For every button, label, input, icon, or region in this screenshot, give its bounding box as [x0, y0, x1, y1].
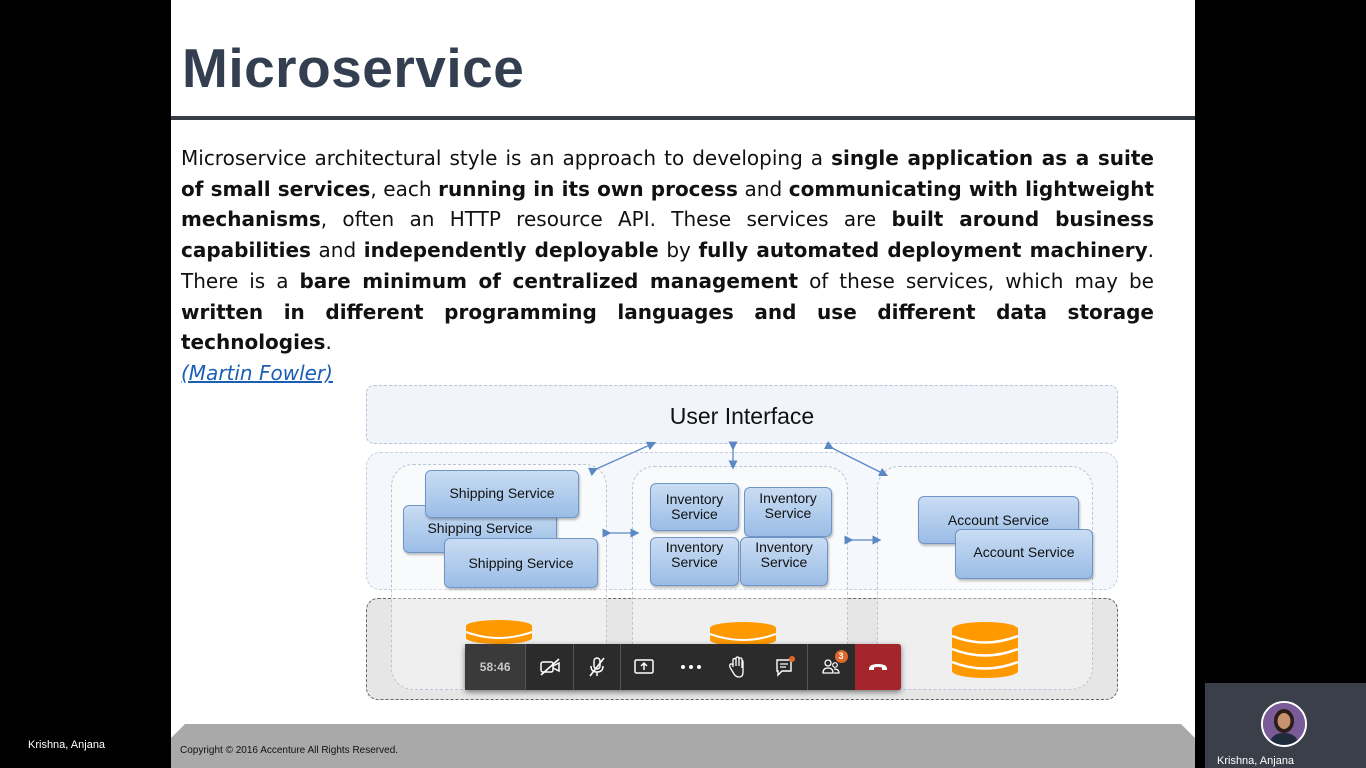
database-icon — [709, 622, 777, 656]
participants-button[interactable]: 3 — [808, 644, 854, 690]
body-text-run: Microservice architectural style is an a… — [181, 146, 832, 170]
meeting-timer: 58:46 — [465, 644, 527, 690]
body-bold-run: written in different programming languag… — [181, 299, 1154, 355]
raise-hand-button[interactable] — [714, 644, 760, 690]
participant-name-label: Krishna, Anjana — [1217, 755, 1295, 767]
inventory-service-box: Inventory Service — [744, 487, 832, 537]
footer-corner — [1181, 724, 1195, 738]
meeting-toolbar: 58:46 3 — [465, 644, 902, 690]
video-off-icon — [539, 658, 560, 676]
inventory-service-box: Inventory Service — [650, 483, 739, 531]
body-bold-run: single application as a suite of small s… — [181, 146, 1154, 201]
mic-toggle-button[interactable] — [574, 644, 620, 690]
inventory-service-box: Inventory Service — [740, 537, 828, 586]
diagram-arrows — [587, 440, 889, 545]
presenter-name-label: Krishna, Anjana — [28, 739, 106, 751]
body-text-run: , often an HTTP resource API. These serv… — [320, 207, 892, 232]
toolbar-separator — [620, 644, 622, 690]
database-icon — [951, 622, 1019, 678]
database-icon — [465, 620, 533, 654]
architecture-diagram: User Interface Shipping Service Shipping… — [171, 0, 1195, 724]
slide-body-text: Microservice architectural style is an a… — [181, 143, 1154, 389]
chat-notification-dot — [789, 656, 796, 662]
inventory-service-box: Inventory Service — [650, 537, 739, 586]
more-options-button[interactable] — [668, 644, 714, 690]
title-divider — [171, 116, 1195, 120]
participant-video-tile[interactable]: Krishna, Anjana — [1205, 683, 1366, 768]
hang-up-button[interactable] — [854, 644, 902, 690]
body-bold-run: independently deployable — [363, 238, 659, 263]
toolbar-separator — [572, 644, 574, 690]
slide-footer: Copyright © 2016 Accenture All Rights Re… — [171, 724, 1195, 768]
account-service-box: Account Service — [955, 529, 1093, 579]
body-text-run: and — [737, 176, 789, 201]
body-text-run: of these services, which may be — [798, 268, 1154, 293]
person-avatar-icon — [1263, 703, 1305, 745]
toolbar-separator — [807, 644, 809, 690]
participants-count-badge: 3 — [834, 650, 848, 663]
shipping-service-box: Shipping Service — [425, 470, 579, 518]
body-text-run: , each — [370, 176, 439, 201]
user-interface-layer: User Interface — [366, 385, 1118, 444]
shipping-service-box: Shipping Service — [444, 538, 598, 588]
body-text-run: . — [325, 330, 332, 355]
camera-toggle-button[interactable] — [526, 644, 572, 690]
body-bold-run: communicating with lightweight mechanism… — [181, 176, 1155, 232]
body-bold-run: fully automated deployment machinery — [698, 238, 1148, 263]
participants-icon — [822, 659, 840, 674]
body-bold-run: running in its own process — [438, 176, 738, 201]
raise-hand-icon — [729, 656, 745, 678]
mic-off-icon — [589, 657, 605, 677]
slide-title: Microservice — [182, 37, 525, 99]
martin-fowler-link[interactable]: (Martin Fowler) — [181, 360, 333, 385]
footer-corner — [171, 724, 185, 738]
body-text-run: by — [658, 238, 699, 263]
body-bold-run: built around business capabilities — [181, 207, 1154, 263]
body-bold-run: bare minimum of centralized management — [299, 268, 799, 293]
body-text-run: . There is a — [181, 238, 1154, 293]
more-icon — [680, 665, 701, 669]
user-interface-label: User Interface — [669, 403, 815, 429]
chat-button[interactable] — [761, 644, 807, 690]
share-screen-icon — [634, 659, 655, 674]
participant-avatar — [1261, 701, 1307, 747]
share-screen-button[interactable] — [621, 644, 667, 690]
hang-up-icon — [868, 664, 887, 670]
body-text-run: and — [310, 238, 364, 263]
copyright-text: Copyright © 2016 Accenture All Rights Re… — [180, 745, 399, 756]
